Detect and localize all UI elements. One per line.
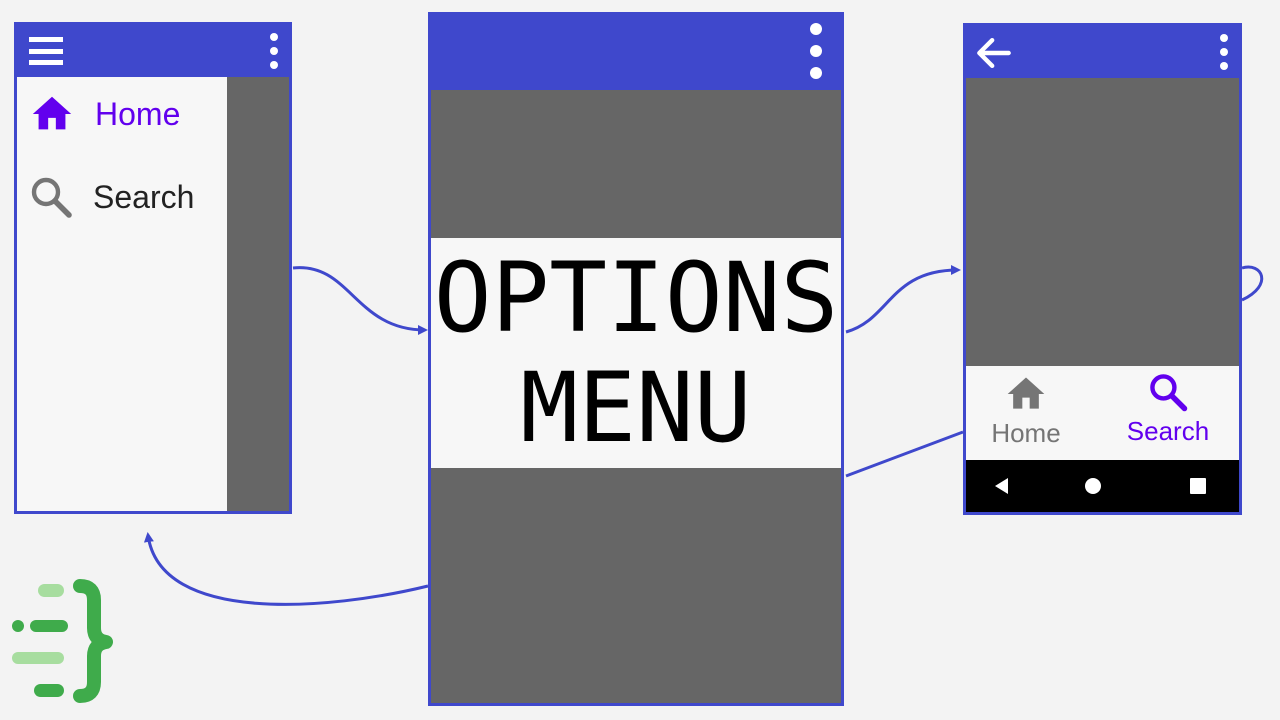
options-menu-label-box: OPTIONS MENU [431,238,841,468]
square-recents-icon [1190,478,1206,494]
arrow-options-to-drawer [143,532,429,606]
search-icon [1150,374,1188,412]
home-icon [1007,377,1045,409]
options-phone-screen: OPTIONS MENU [428,12,844,706]
app-bar [431,15,841,90]
hamburger-menu-icon[interactable] [29,37,63,65]
system-back-button[interactable] [972,460,1032,512]
circle-home-icon [1085,478,1101,494]
app-bar [966,26,1239,78]
options-title-line2: MENU [520,352,752,464]
arrow-drawer-to-options [292,266,428,335]
triangle-back-icon [995,478,1008,494]
system-recents-button[interactable] [1168,460,1228,512]
home-icon [32,96,72,130]
options-title-line1: OPTIONS [433,242,839,354]
bottom-nav-label: Search [1126,416,1210,446]
arrow-bottomnav-exit [1241,265,1264,302]
drawer-phone-screen: Home Search [14,22,292,514]
overflow-menu-icon[interactable] [267,33,281,69]
bottom-nav-label: Home [991,418,1061,448]
bottom-navigation-bar: Home Search [966,366,1239,460]
drawer-item-home[interactable]: Home [27,91,180,137]
search-icon [31,177,72,218]
arrow-bottomnav-to-options [845,430,964,478]
overflow-menu-icon[interactable] [1217,34,1231,70]
arrow-options-to-bottomnav [845,265,961,334]
back-arrow-icon[interactable] [972,31,1016,75]
bottom-nav-item-home[interactable]: Home [966,366,1086,460]
navigation-drawer: Home Search [17,77,227,511]
system-navigation-bar [966,460,1239,512]
bottom-nav-phone-screen: Home Search [963,23,1242,515]
overflow-menu-icon[interactable] [807,23,825,79]
drawer-item-label: Search [93,178,195,215]
system-home-button[interactable] [1063,460,1123,512]
drawer-item-search[interactable]: Search [27,173,194,221]
app-bar [17,25,289,77]
brand-logo [12,579,113,703]
bottom-nav-item-search[interactable]: Search [1108,366,1228,460]
drawer-item-label: Home [95,95,181,132]
